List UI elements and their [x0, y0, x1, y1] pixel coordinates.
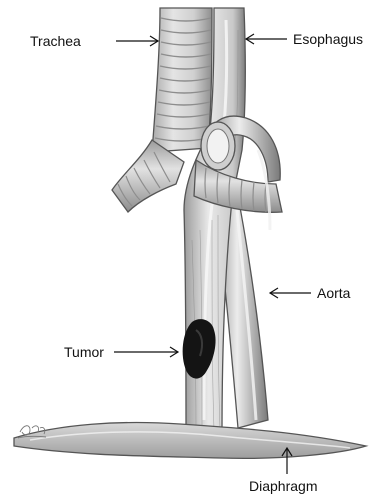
label-tumor: Tumor	[64, 344, 104, 360]
label-esophagus: Esophagus	[293, 31, 363, 47]
arrow-tumor	[114, 347, 178, 357]
arrow-aorta	[270, 288, 311, 298]
arrow-esophagus	[246, 34, 287, 44]
label-diaphragm: Diaphragm	[249, 478, 317, 494]
arrow-trachea	[116, 36, 158, 46]
label-trachea: Trachea	[30, 33, 81, 49]
diaphragm	[14, 423, 366, 459]
label-aorta: Aorta	[317, 285, 351, 301]
